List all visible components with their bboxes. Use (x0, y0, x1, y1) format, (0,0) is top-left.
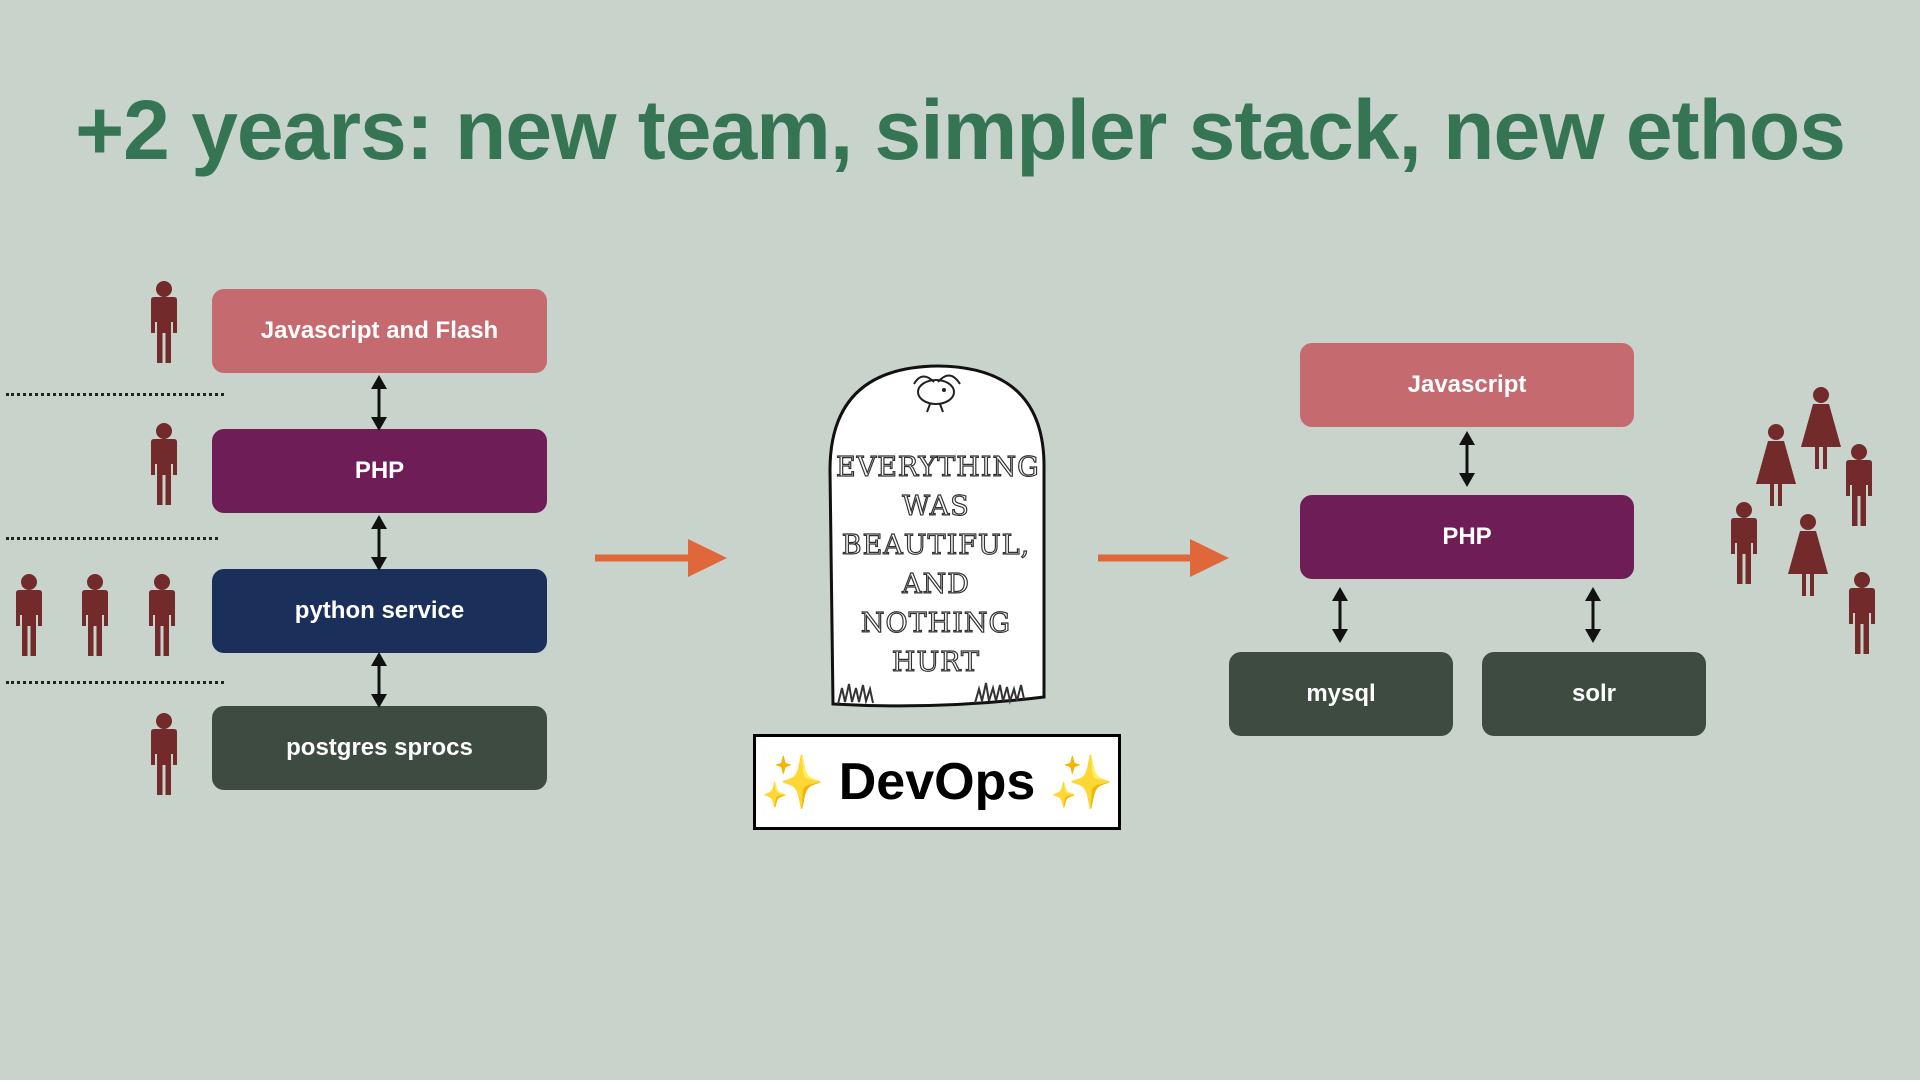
person-icon (1849, 572, 1875, 654)
epitaph-line: WAS (902, 490, 970, 522)
person-icon (149, 574, 175, 656)
epitaph-line: BEAUTIFUL, (841, 529, 1031, 561)
after-solr-box: solr (1482, 652, 1706, 736)
bidirectional-arrow (1457, 429, 1477, 489)
person-icon (151, 281, 177, 363)
before-python-service-box: python service (212, 569, 547, 653)
devops-label: DevOps (838, 753, 1036, 811)
person-icon (16, 574, 42, 656)
after-mysql-box: mysql (1229, 652, 1453, 736)
sparkle-icon: ✨ (1049, 753, 1115, 812)
before-postgres-box: postgres sprocs (212, 706, 547, 790)
transition-arrow (595, 539, 727, 577)
person-icon (151, 713, 177, 795)
epitaph-line: NOTHING (860, 607, 1012, 639)
slide-title: +2 years: new team, simpler stack, new e… (75, 83, 1846, 177)
person-icon (82, 574, 108, 656)
woman-icon (1801, 387, 1841, 469)
epitaph-line: HURT (891, 646, 981, 678)
devops-label-box: ✨ DevOps ✨ (753, 734, 1121, 830)
tombstone-icon (828, 364, 1046, 708)
before-frontend-box: Javascript and Flash (212, 289, 547, 373)
tombstone-epitaph: EVERYTHING WAS BEAUTIFUL, AND NOTHING HU… (835, 448, 1040, 682)
epitaph-line: EVERYTHING (835, 451, 1040, 483)
bidirectional-arrow (1330, 585, 1350, 645)
bidirectional-arrow (369, 650, 389, 710)
bidirectional-arrow (369, 373, 389, 433)
bidirectional-arrow (1583, 585, 1603, 645)
woman-icon (1756, 424, 1796, 506)
after-frontend-box: Javascript (1300, 343, 1634, 427)
woman-icon (1788, 514, 1828, 596)
transition-arrow (1098, 539, 1229, 577)
bidirectional-arrow (369, 513, 389, 573)
team-divider (6, 681, 224, 684)
team-divider (6, 393, 224, 396)
person-icon (151, 423, 177, 505)
team-divider (6, 537, 218, 540)
after-php-box: PHP (1300, 495, 1634, 579)
epitaph-line: AND (902, 568, 970, 600)
person-icon (1731, 502, 1757, 584)
person-icon (1846, 444, 1872, 526)
sparkle-icon: ✨ (759, 753, 825, 812)
before-php-box: PHP (212, 429, 547, 513)
